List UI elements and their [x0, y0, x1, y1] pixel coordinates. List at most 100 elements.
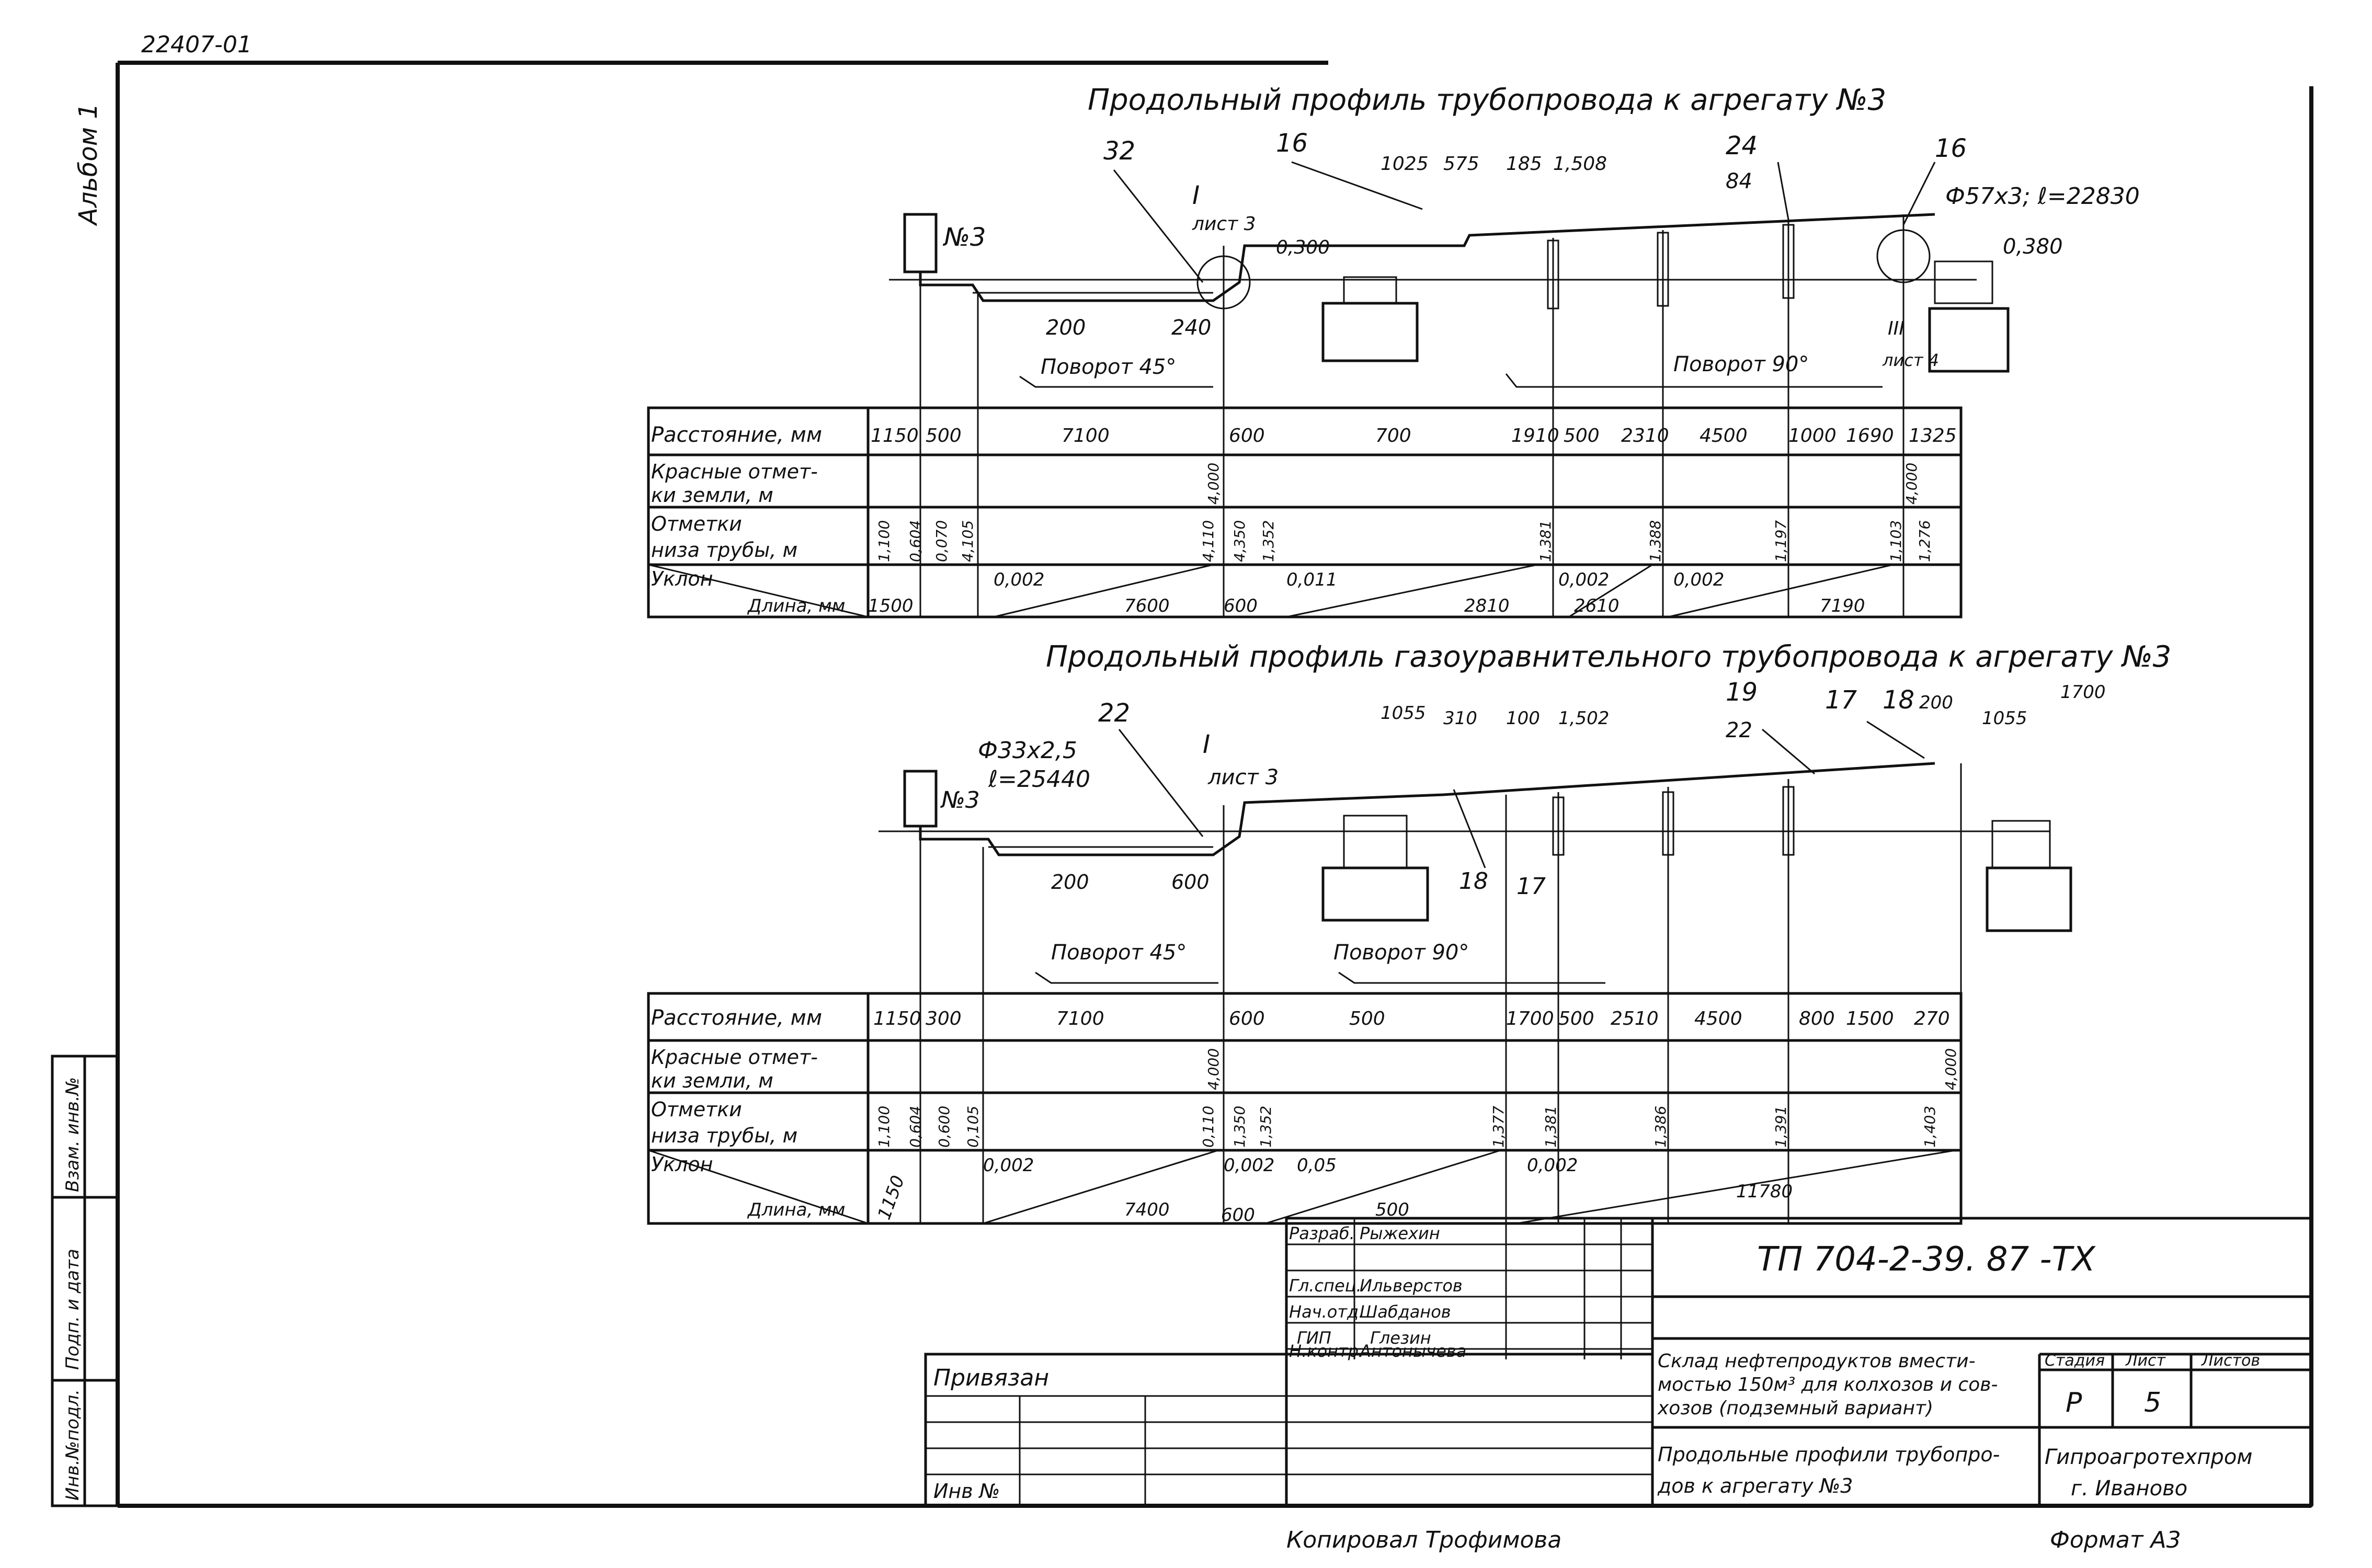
svg-text:2310: 2310	[1621, 425, 1669, 447]
stamp-project-2: мостью 150м³ для колхозов и сов-	[1658, 1374, 1998, 1395]
svg-text:ГИП: ГИП	[1297, 1328, 1331, 1348]
svg-text:0,011: 0,011	[1286, 569, 1337, 590]
footer-format: Формат А3	[2050, 1527, 2181, 1553]
profile2-callout-22b: 22	[1726, 718, 1752, 742]
stamp-sheet-value: 5	[2144, 1387, 2161, 1418]
stamp-sheets-label: Листов	[2201, 1352, 2260, 1370]
profile2-row-pipe-label-2: низа трубы, м	[651, 1124, 797, 1147]
profile2-dim-1700: 1700	[2060, 682, 2106, 703]
profile1-callout-16a: 16	[1276, 129, 1308, 158]
svg-text:0,002: 0,002	[1224, 1155, 1274, 1176]
svg-text:7600: 7600	[1124, 596, 1170, 616]
svg-text:4,000: 4,000	[1205, 463, 1222, 505]
svg-text:4,350: 4,350	[1231, 520, 1248, 562]
profile1-length-values: 1500 7600 600 2810 2610 7190	[868, 596, 1865, 616]
profile2-pipe-spec-2: ℓ=25440	[988, 766, 1090, 793]
svg-text:500: 500	[1564, 425, 1600, 447]
stamp-project-3: хозов (подземный вариант)	[1657, 1398, 1933, 1419]
stamp-stage-label: Стадия	[2045, 1352, 2105, 1370]
profile1-callout-16b: 16	[1935, 134, 1967, 163]
svg-text:7190: 7190	[1820, 596, 1865, 616]
svg-text:1150: 1150	[873, 1008, 921, 1029]
profile1-red-mark-values: 4,000 4,000	[1205, 463, 1920, 505]
svg-text:Глезин: Глезин	[1370, 1328, 1431, 1348]
profile2-dim-100: 100	[1506, 708, 1540, 729]
svg-text:№3: №3	[942, 223, 986, 252]
svg-text:1325: 1325	[1909, 425, 1957, 447]
profile1-row-slope-label: Уклон	[651, 567, 713, 590]
svg-text:2610: 2610	[1574, 596, 1620, 616]
svg-text:1,386: 1,386	[1652, 1106, 1669, 1148]
svg-text:1,197: 1,197	[1772, 520, 1789, 562]
svg-text:500: 500	[1375, 1199, 1409, 1220]
title-block	[924, 1217, 2313, 1507]
stamp-sheet-title-1: Продольные профили трубопро-	[1658, 1443, 2000, 1466]
profile1-table	[647, 406, 1963, 619]
footer-copied: Копировал Трофимова	[1286, 1527, 1561, 1553]
svg-text:Н.контр.: Н.контр.	[1289, 1341, 1364, 1361]
stamp-org-2: г. Иваново	[2071, 1477, 2187, 1501]
profile1-distance-values: 1150 500 7100 600 700 1910 500 2310 4500…	[871, 425, 1957, 447]
svg-text:7100: 7100	[1062, 425, 1110, 447]
profile2-callout-19: 19	[1726, 678, 1758, 707]
profile2-dim-1055a: 1055	[1381, 703, 1426, 724]
profile2-row-length-label: Длина, мм	[747, 1199, 845, 1220]
profile2-pipe-mark-values: 1,100 0,604 0,600 0,105 0,110 1,350 1,35…	[875, 1106, 1938, 1148]
svg-text:700: 700	[1375, 425, 1411, 447]
svg-text:1,377: 1,377	[1490, 1106, 1507, 1148]
profile2-row-pipe-label-1: Отметки	[651, 1098, 742, 1121]
svg-text:0,110: 0,110	[1200, 1106, 1217, 1148]
svg-text:0,05: 0,05	[1297, 1155, 1337, 1176]
svg-text:Разраб.: Разраб.	[1289, 1223, 1355, 1243]
svg-text:4,000: 4,000	[1205, 1048, 1222, 1090]
profile1-row-red-label-2: ки земли, м	[651, 484, 773, 507]
profile2-length-values: 1150 7400 600 500 11780	[874, 1173, 1793, 1226]
svg-text:600: 600	[1221, 1205, 1255, 1226]
svg-text:500: 500	[1349, 1008, 1385, 1029]
svg-text:Нач.отд.: Нач.отд.	[1289, 1302, 1364, 1322]
svg-text:270: 270	[1914, 1008, 1950, 1029]
svg-text:1,391: 1,391	[1772, 1106, 1789, 1148]
svg-text:800: 800	[1799, 1008, 1835, 1029]
profile1-row-pipe-label-1: Отметки	[651, 512, 742, 535]
svg-text:1910: 1910	[1511, 425, 1559, 447]
left-stamp-inv: Инв.№подл.	[62, 1389, 83, 1501]
profile2-callout-17a: 17	[1825, 685, 1857, 715]
profile2-turn-45: Поворот 45°	[1051, 941, 1187, 965]
profile2-callout-I: I	[1203, 730, 1210, 759]
profile1-dim-0380: 0,380	[2003, 235, 2063, 259]
svg-text:0,600: 0,600	[936, 1106, 953, 1148]
svg-text:Гл.спец.: Гл.спец.	[1289, 1276, 1362, 1296]
album-label: Альбом 1	[74, 103, 103, 226]
profile2-distance-values: 1150 300 7100 600 500 1700 500 2510 4500…	[873, 1008, 1950, 1029]
svg-text:0,002: 0,002	[1527, 1155, 1578, 1176]
svg-text:Ильверстов: Ильверстов	[1360, 1276, 1463, 1296]
doc-code: 22407-01	[141, 31, 252, 58]
svg-text:0,604: 0,604	[907, 520, 924, 562]
svg-text:1,103: 1,103	[1887, 520, 1905, 562]
svg-text:4500: 4500	[1694, 1008, 1742, 1029]
profile2-row-red-label-2: ки земли, м	[651, 1069, 773, 1092]
profile1-dim-575: 575	[1443, 153, 1479, 175]
left-stamp	[51, 1055, 119, 1507]
profile1-callout-sheet3: лист 3	[1192, 213, 1256, 235]
profile1-callout-84: 84	[1726, 169, 1752, 193]
svg-text:7100: 7100	[1056, 1008, 1104, 1029]
profile1-callout-24: 24	[1726, 131, 1758, 161]
profile2-row-slope-label: Уклон	[651, 1153, 713, 1176]
stamp-linked-label: Привязан	[933, 1365, 1049, 1391]
svg-text:1500: 1500	[868, 596, 914, 616]
svg-text:4,000: 4,000	[1942, 1048, 1959, 1090]
svg-text:1700: 1700	[1506, 1008, 1554, 1029]
title-block-roles: Разраб. Гл.спец. Нач.отд. ГИП Н.контр.	[1289, 1223, 1364, 1361]
svg-text:1,100: 1,100	[875, 1106, 893, 1148]
svg-text:1000: 1000	[1788, 425, 1837, 447]
profile1-dim-200: 200	[1046, 316, 1086, 340]
profile1-callout-32: 32	[1103, 136, 1135, 166]
svg-text:0,002: 0,002	[983, 1155, 1034, 1176]
left-stamp-sign: Подп. и дата	[62, 1249, 83, 1370]
svg-text:1150: 1150	[871, 425, 919, 447]
title-block-names: Рыжехин Ильверстов Шабданов Глезин Антон…	[1359, 1223, 1466, 1361]
profile2-row-distance-label: Расстояние, мм	[651, 1006, 822, 1030]
